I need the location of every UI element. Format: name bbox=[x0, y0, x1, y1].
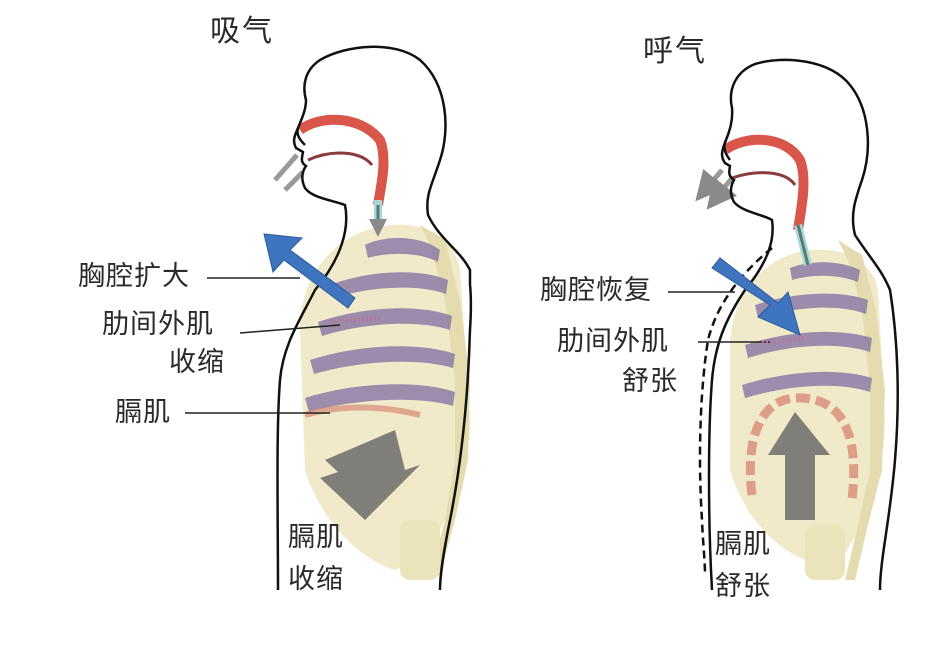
inhale-airflow-icon bbox=[273, 153, 299, 182]
exhale-diaphragm-state-label-2: 舒张 bbox=[715, 571, 771, 602]
exhale-chest-label: 胸腔恢复 bbox=[540, 275, 652, 306]
inhale-figure bbox=[185, 45, 473, 591]
exhale-intercostal-state-label: 舒张 bbox=[622, 366, 678, 397]
inhale-intercostal-muscle bbox=[329, 315, 381, 325]
inhale-body-outline-back bbox=[296, 45, 473, 591]
exhale-chest-arrow bbox=[711, 257, 801, 336]
exhale-title: 呼气 bbox=[643, 34, 707, 69]
exhale-nasal-airway bbox=[722, 134, 809, 231]
inhale-intercostal-pointer bbox=[239, 324, 341, 334]
inhale-diaphragm-state-label-1: 膈肌 bbox=[288, 522, 344, 553]
inhale-nasal-airway bbox=[297, 114, 389, 206]
exhale-intercostal-muscle bbox=[761, 335, 806, 346]
exhale-body-outline-front bbox=[707, 139, 774, 591]
exhale-diaphragm-arrow bbox=[768, 412, 830, 520]
inhale-intercostal-state-label: 收缩 bbox=[169, 347, 225, 378]
exhale-diaphragm-state-label-1: 膈肌 bbox=[715, 529, 771, 560]
exhale-airflow-icon bbox=[695, 168, 727, 202]
exhale-ribcage bbox=[730, 240, 885, 580]
exhale-body-outline-back bbox=[723, 58, 899, 591]
exhale-dashed-chest-outline bbox=[698, 247, 773, 576]
inhale-body-outline-front bbox=[276, 127, 348, 591]
exhale-intercostal-label: 肋间外肌 bbox=[557, 326, 669, 357]
exhale-diaphragm-dome bbox=[745, 393, 859, 501]
inhale-intercostal-label: 肋间外肌 bbox=[102, 309, 214, 340]
inhale-chest-label: 胸腔扩大 bbox=[78, 261, 190, 292]
inhale-diaphragm-arrow bbox=[320, 430, 420, 520]
inhale-lungs bbox=[305, 238, 455, 412]
inhale-diaphragm-line bbox=[304, 404, 421, 418]
inhale-chest-arrow bbox=[263, 233, 356, 309]
exhale-lungs bbox=[742, 262, 872, 398]
inhale-diaphragm-label: 膈肌 bbox=[115, 397, 171, 428]
inhale-title: 吸气 bbox=[210, 14, 274, 49]
exhale-figure bbox=[668, 58, 899, 591]
inhale-diaphragm-state-label-2: 收缩 bbox=[288, 564, 344, 595]
